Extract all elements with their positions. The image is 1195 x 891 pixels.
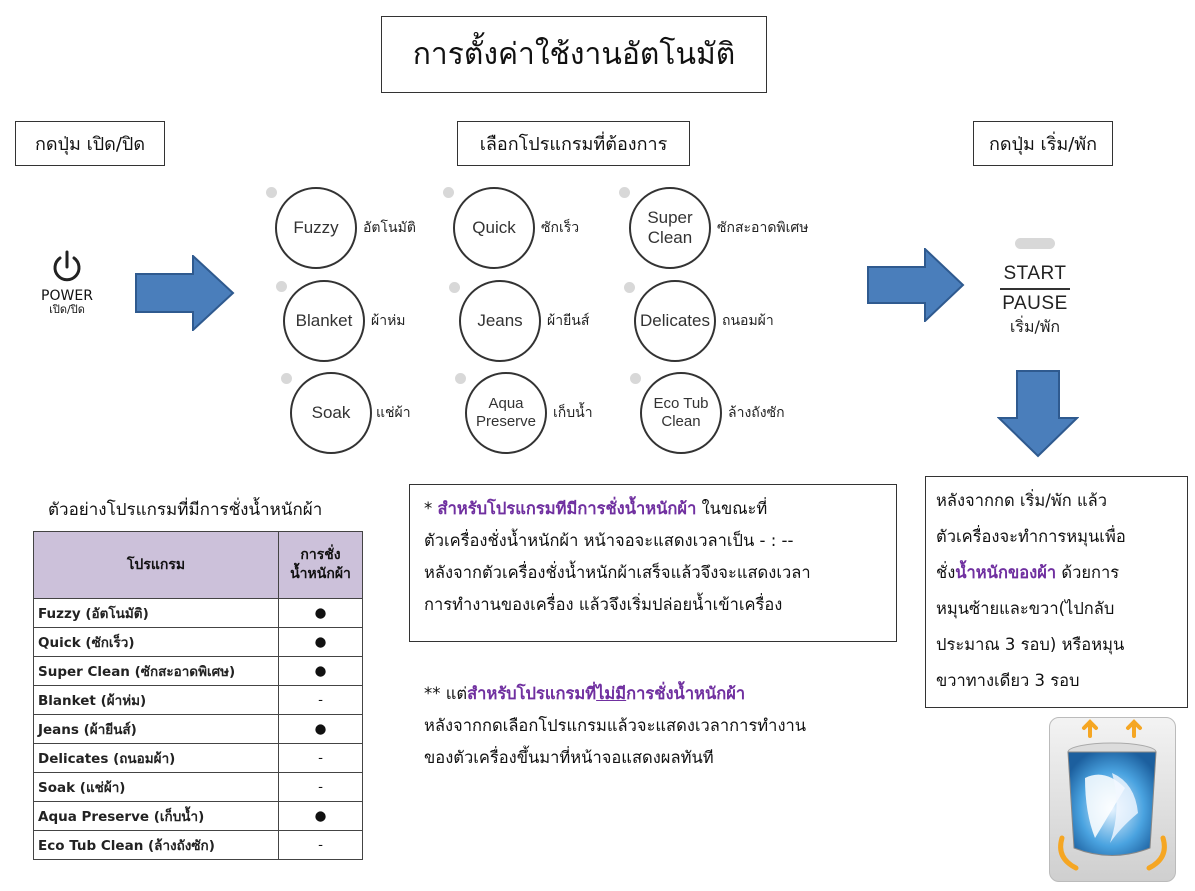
indicator-led (281, 373, 292, 384)
indicator-led (443, 187, 454, 198)
indicator-led (624, 282, 635, 293)
note-weighing-programs: * สำหรับโปรแกรมทีมีการชั่งน้ำหนักผ้า ในข… (409, 484, 897, 642)
highlight-text: น้ำหนักของผ้า (955, 563, 1057, 582)
program-button-blanket[interactable]: Blanket (283, 280, 365, 362)
program-cell: Delicates (ถนอมผ้า) (33, 743, 279, 773)
table-row: Soak (แช่ผ้า)- (33, 772, 363, 802)
washer-tub-illustration (1049, 717, 1176, 882)
program-blanket[interactable]: Blanket ผ้าห่ม (283, 280, 406, 362)
program-cell: Eco Tub Clean (ล้างถังซัก) (33, 830, 279, 860)
power-label: POWER (41, 288, 93, 304)
arrow-right-icon (867, 248, 965, 322)
indicator-led (1015, 238, 1055, 249)
program-delicates[interactable]: Delicates ถนอมผ้า (634, 280, 774, 362)
highlight-text: สำหรับโปรแกรมทีมีการชั่งน้ำหนักผ้า (437, 499, 697, 518)
program-name: อัตโนมัติ (363, 220, 416, 236)
program-name: ล้างถังซัก (728, 405, 785, 421)
step-select-label: เลือกโปรแกรมที่ต้องการ (457, 121, 690, 166)
program-cell: Quick (ซักเร็ว) (33, 627, 279, 657)
table-header: โปรแกรม (33, 531, 279, 599)
table-row: Super Clean (ซักสะอาดพิเศษ)● (33, 656, 363, 686)
table-row: Quick (ซักเร็ว)● (33, 627, 363, 657)
weighing-program-table: โปรแกรม การชั่งน้ำหนักผ้า Fuzzy (อัตโนมั… (33, 531, 363, 860)
indicator-led (449, 282, 460, 293)
table-row: Jeans (ผ้ายีนส์)● (33, 714, 363, 744)
power-icon (53, 250, 81, 282)
table-caption: ตัวอย่างโปรแกรมที่มีการชั่งน้ำหนักผ้า (48, 500, 323, 520)
weighing-mark-cell: - (278, 685, 363, 715)
weighing-mark-cell: ● (278, 598, 363, 628)
pause-label: PAUSE (1002, 293, 1068, 314)
highlight-text: สำหรับโปรแกรมที่ไม่มีการชั่งน้ำหนักผ้า (467, 684, 746, 703)
table-row: Aqua Preserve (เก็บน้ำ)● (33, 801, 363, 831)
indicator-led (266, 187, 277, 198)
table-row: Delicates (ถนอมผ้า)- (33, 743, 363, 773)
start-label: START (1003, 263, 1067, 284)
note-non-weighing-programs: ** แต่สำหรับโปรแกรมที่ไม่มีการชั่งน้ำหนั… (424, 684, 807, 767)
program-cell: Fuzzy (อัตโนมัติ) (33, 598, 279, 628)
divider (1000, 288, 1070, 290)
page-title: การตั้งค่าใช้งานอัตโนมัติ (381, 16, 767, 93)
program-button-delicates[interactable]: Delicates (634, 280, 716, 362)
start-pause-sub-label: เริ่ม/พัก (1009, 317, 1061, 336)
weighing-mark-cell: ● (278, 714, 363, 744)
step-start-label: กดปุ่ม เริ่ม/พัก (973, 121, 1113, 166)
indicator-led (455, 373, 466, 384)
program-name: ถนอมผ้า (722, 313, 774, 329)
table-header: การชั่งน้ำหนักผ้า (278, 531, 363, 599)
step-power-label: กดปุ่ม เปิด/ปิด (15, 121, 165, 166)
weighing-mark-cell: ● (278, 801, 363, 831)
power-sub-label: เปิด/ปิด (49, 303, 85, 316)
program-button-fuzzy[interactable]: Fuzzy (275, 187, 357, 269)
program-name: แช่ผ้า (376, 405, 411, 421)
program-name: ซักสะอาดพิเศษ (717, 220, 809, 236)
arrow-right-icon (135, 255, 235, 331)
washer-tub-icon (1058, 719, 1167, 871)
program-quick[interactable]: Quick ซักเร็ว (453, 187, 579, 269)
program-cell: Jeans (ผ้ายีนส์) (33, 714, 279, 744)
program-name: เก็บน้ำ (553, 405, 593, 421)
start-pause-button[interactable]: START PAUSE เริ่ม/พัก (992, 238, 1078, 337)
program-cell: Super Clean (ซักสะอาดพิเศษ) (33, 656, 279, 686)
weighing-mark-cell: - (278, 772, 363, 802)
program-name: ซักเร็ว (541, 220, 580, 236)
indicator-led (630, 373, 641, 384)
indicator-led (276, 281, 287, 292)
weighing-mark-cell: ● (278, 627, 363, 657)
power-button[interactable]: POWER เปิด/ปิด (30, 250, 104, 316)
table-row: Fuzzy (อัตโนมัติ)● (33, 598, 363, 628)
table-row: Blanket (ผ้าห่ม)- (33, 685, 363, 715)
table-row: Eco Tub Clean (ล้างถังซัก)- (33, 830, 363, 860)
program-soak[interactable]: Soak แช่ผ้า (290, 372, 411, 454)
program-name: ผ้ายีนส์ (547, 313, 590, 329)
program-button-jeans[interactable]: Jeans (459, 280, 541, 362)
arrow-down-icon (997, 370, 1079, 458)
weighing-mark-cell: ● (278, 656, 363, 686)
program-button-quick[interactable]: Quick (453, 187, 535, 269)
weighing-mark-cell: - (278, 830, 363, 860)
program-cell: Blanket (ผ้าห่ม) (33, 685, 279, 715)
indicator-led (619, 187, 630, 198)
program-cell: Soak (แช่ผ้า) (33, 772, 279, 802)
weighing-mark-cell: - (278, 743, 363, 773)
program-cell: Aqua Preserve (เก็บน้ำ) (33, 801, 279, 831)
program-fuzzy[interactable]: Fuzzy อัตโนมัติ (275, 187, 416, 269)
program-jeans[interactable]: Jeans ผ้ายีนส์ (459, 280, 589, 362)
program-button-soak[interactable]: Soak (290, 372, 372, 454)
note-start-weighing: หลังจากกด เริ่ม/พัก แล้ว ตัวเครื่องจะทำก… (925, 476, 1188, 708)
program-name: ผ้าห่ม (371, 313, 406, 329)
